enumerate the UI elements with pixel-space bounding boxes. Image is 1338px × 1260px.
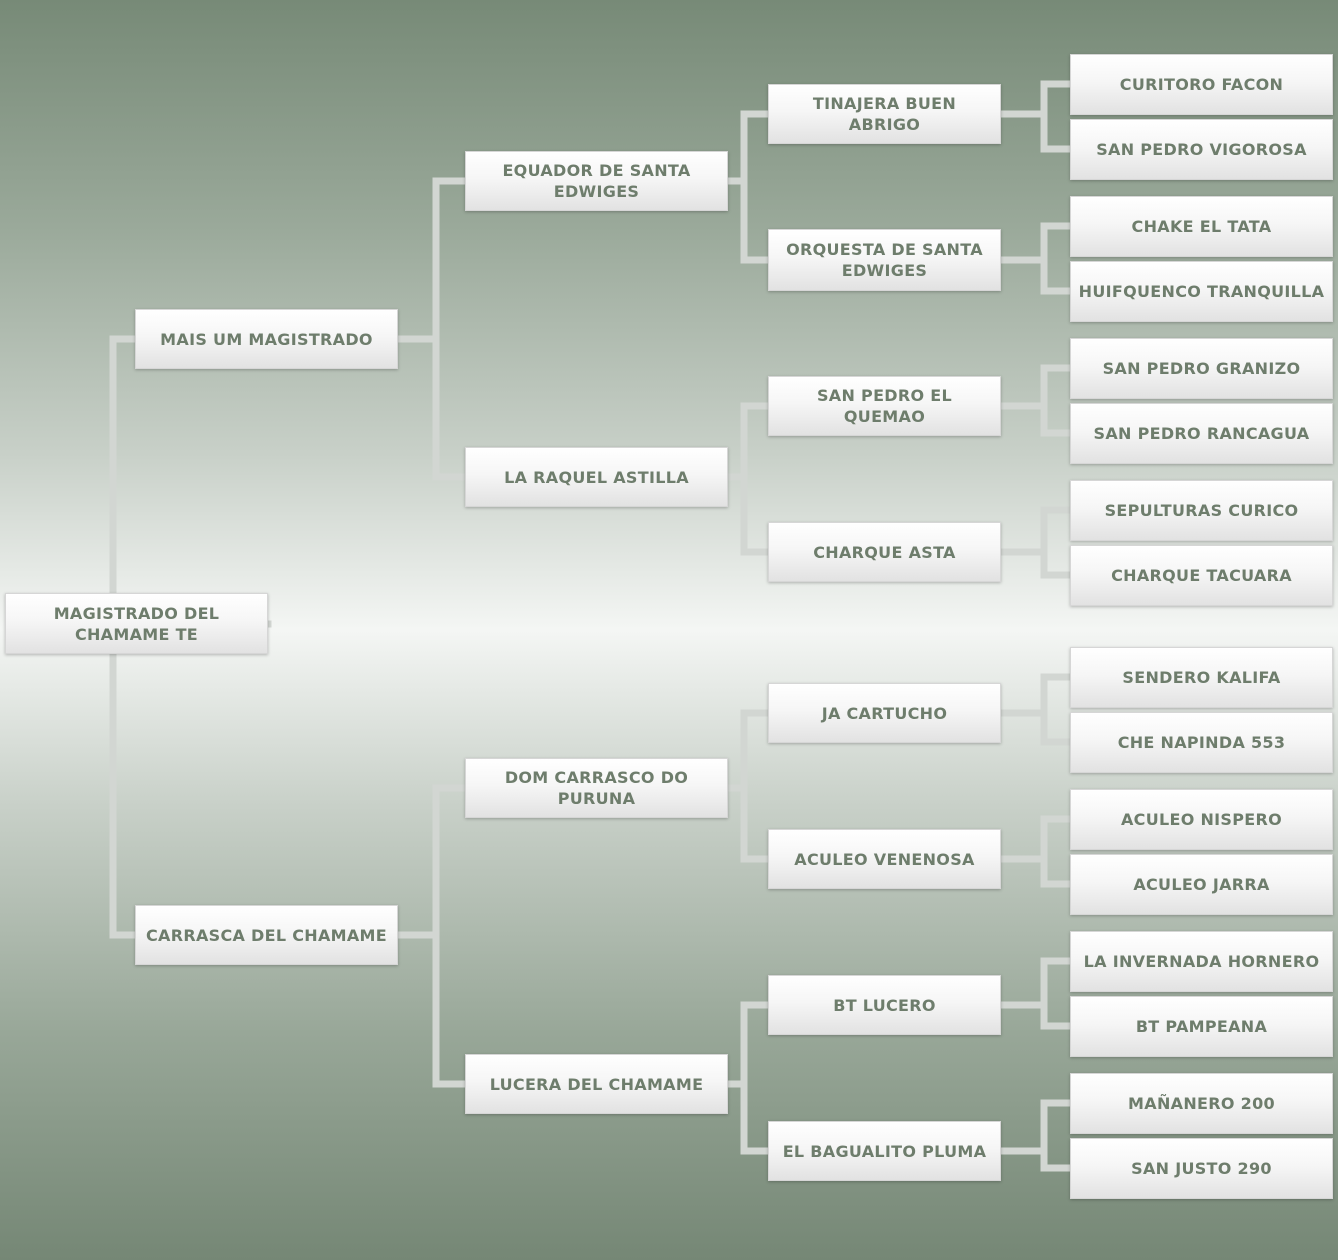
dam-dam-box: LUCERA DEL CHAMAME [465, 1054, 728, 1114]
gen4-box-12: ACULEO JARRA [1070, 854, 1333, 915]
gen4-box-11: ACULEO NISPERO [1070, 789, 1333, 850]
gen4-box-8: CHARQUE TACUARA [1070, 545, 1333, 606]
gen3-box-3: SAN PEDRO EL QUEMAO [768, 376, 1001, 436]
gen3-box-2: ORQUESTA DE SANTA EDWIGES [768, 229, 1001, 291]
gen4-box-4: HUIFQUENCO TRANQUILLA [1070, 261, 1333, 322]
gen3-box-7: BT LUCERO [768, 975, 1001, 1035]
gen3-box-8: EL BAGUALITO PLUMA [768, 1121, 1001, 1181]
gen4-box-9: SENDERO KALIFA [1070, 647, 1333, 708]
dam-sire-box: DOM CARRASCO DO PURUNA [465, 758, 728, 818]
sire-box: MAIS UM MAGISTRADO [135, 309, 398, 369]
gen4-box-10: CHE NAPINDA 553 [1070, 712, 1333, 773]
gen3-box-4: CHARQUE ASTA [768, 522, 1001, 582]
gen4-box-13: LA INVERNADA HORNERO [1070, 931, 1333, 992]
gen3-box-1: TINAJERA BUEN ABRIGO [768, 84, 1001, 144]
gen4-box-3: CHAKE EL TATA [1070, 196, 1333, 257]
sire-dam-box: LA RAQUEL ASTILLA [465, 447, 728, 507]
dam-box: CARRASCA DEL CHAMAME [135, 905, 398, 965]
gen3-box-6: ACULEO VENENOSA [768, 829, 1001, 889]
gen4-box-1: CURITORO FACON [1070, 54, 1333, 115]
gen4-box-7: SEPULTURAS CURICO [1070, 480, 1333, 541]
subject-box: MAGISTRADO DEL CHAMAME TE [5, 593, 268, 654]
gen4-box-2: SAN PEDRO VIGOROSA [1070, 119, 1333, 180]
sire-sire-box: EQUADOR DE SANTA EDWIGES [465, 151, 728, 211]
gen4-box-5: SAN PEDRO GRANIZO [1070, 338, 1333, 399]
gen3-box-5: JA CARTUCHO [768, 683, 1001, 743]
gen4-box-16: SAN JUSTO 290 [1070, 1138, 1333, 1199]
gen4-box-14: BT PAMPEANA [1070, 996, 1333, 1057]
gen4-box-6: SAN PEDRO RANCAGUA [1070, 403, 1333, 464]
gen4-box-15: MAÑANERO 200 [1070, 1073, 1333, 1134]
